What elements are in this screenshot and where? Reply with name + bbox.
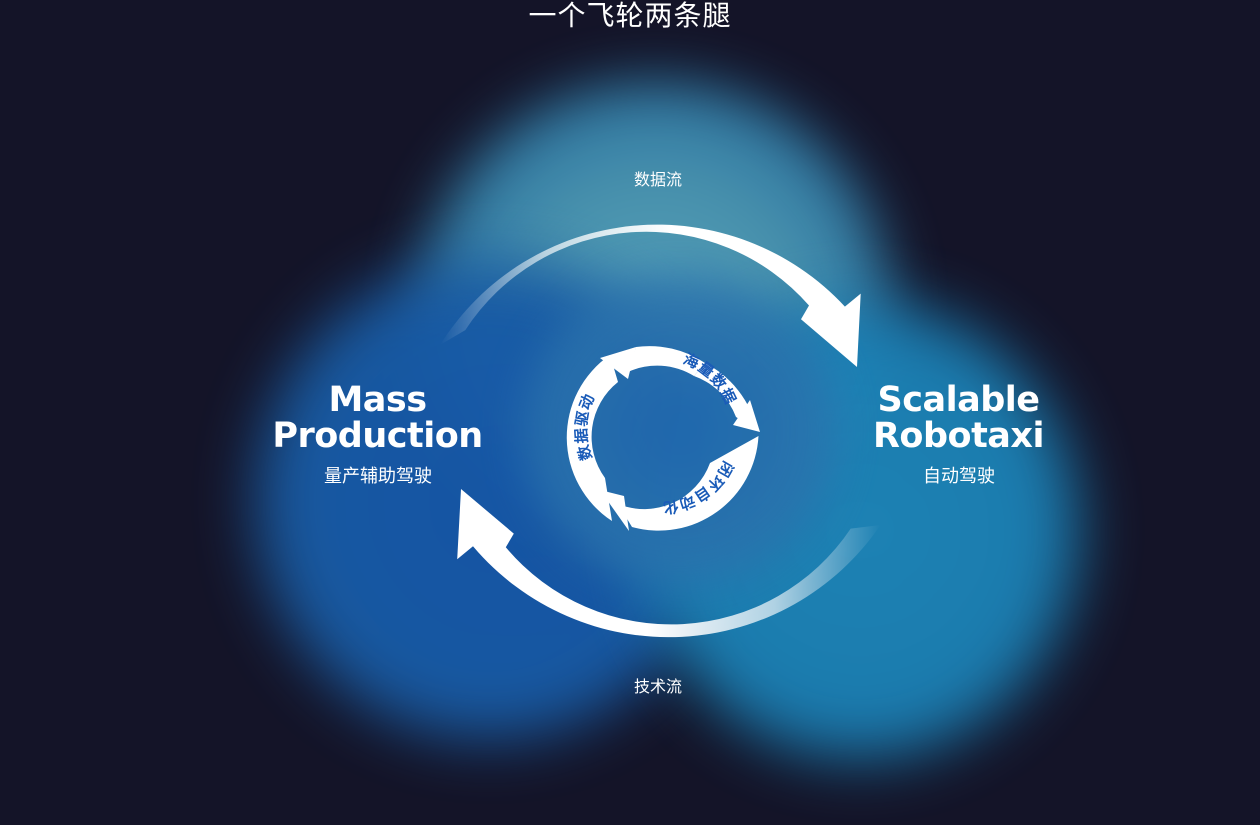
flywheel-segment-3 xyxy=(566,355,618,521)
mass-production-title: Mass Production xyxy=(270,382,485,454)
mass-production-subtitle: 量产辅助驾驶 xyxy=(324,466,432,487)
data-flow-label: 数据流 xyxy=(633,170,682,189)
tech-flow-label: 技术流 xyxy=(633,677,682,696)
page-title: 一个飞轮两条腿 xyxy=(528,0,732,32)
scalable-robotaxi-title-line2: Robotaxi xyxy=(872,416,1045,456)
mass-production-title-line1: Mass xyxy=(328,380,427,420)
mass-production-title-line2: Production xyxy=(272,416,483,456)
flywheel-segment-1-head xyxy=(733,400,760,432)
flywheel-segment-3-head xyxy=(600,347,636,379)
flywheel-ring xyxy=(566,346,760,531)
flywheel-segment-2 xyxy=(618,436,759,531)
arrow-tech-flow xyxy=(457,489,881,638)
scalable-robotaxi-subtitle: 自动驾驶 xyxy=(923,466,995,487)
scalable-robotaxi-title: Scalable Robotaxi xyxy=(866,382,1051,454)
scalable-robotaxi-title-line1: Scalable xyxy=(877,380,1040,420)
arrow-data-flow xyxy=(440,224,861,367)
flywheel-gap-fill xyxy=(628,346,705,376)
